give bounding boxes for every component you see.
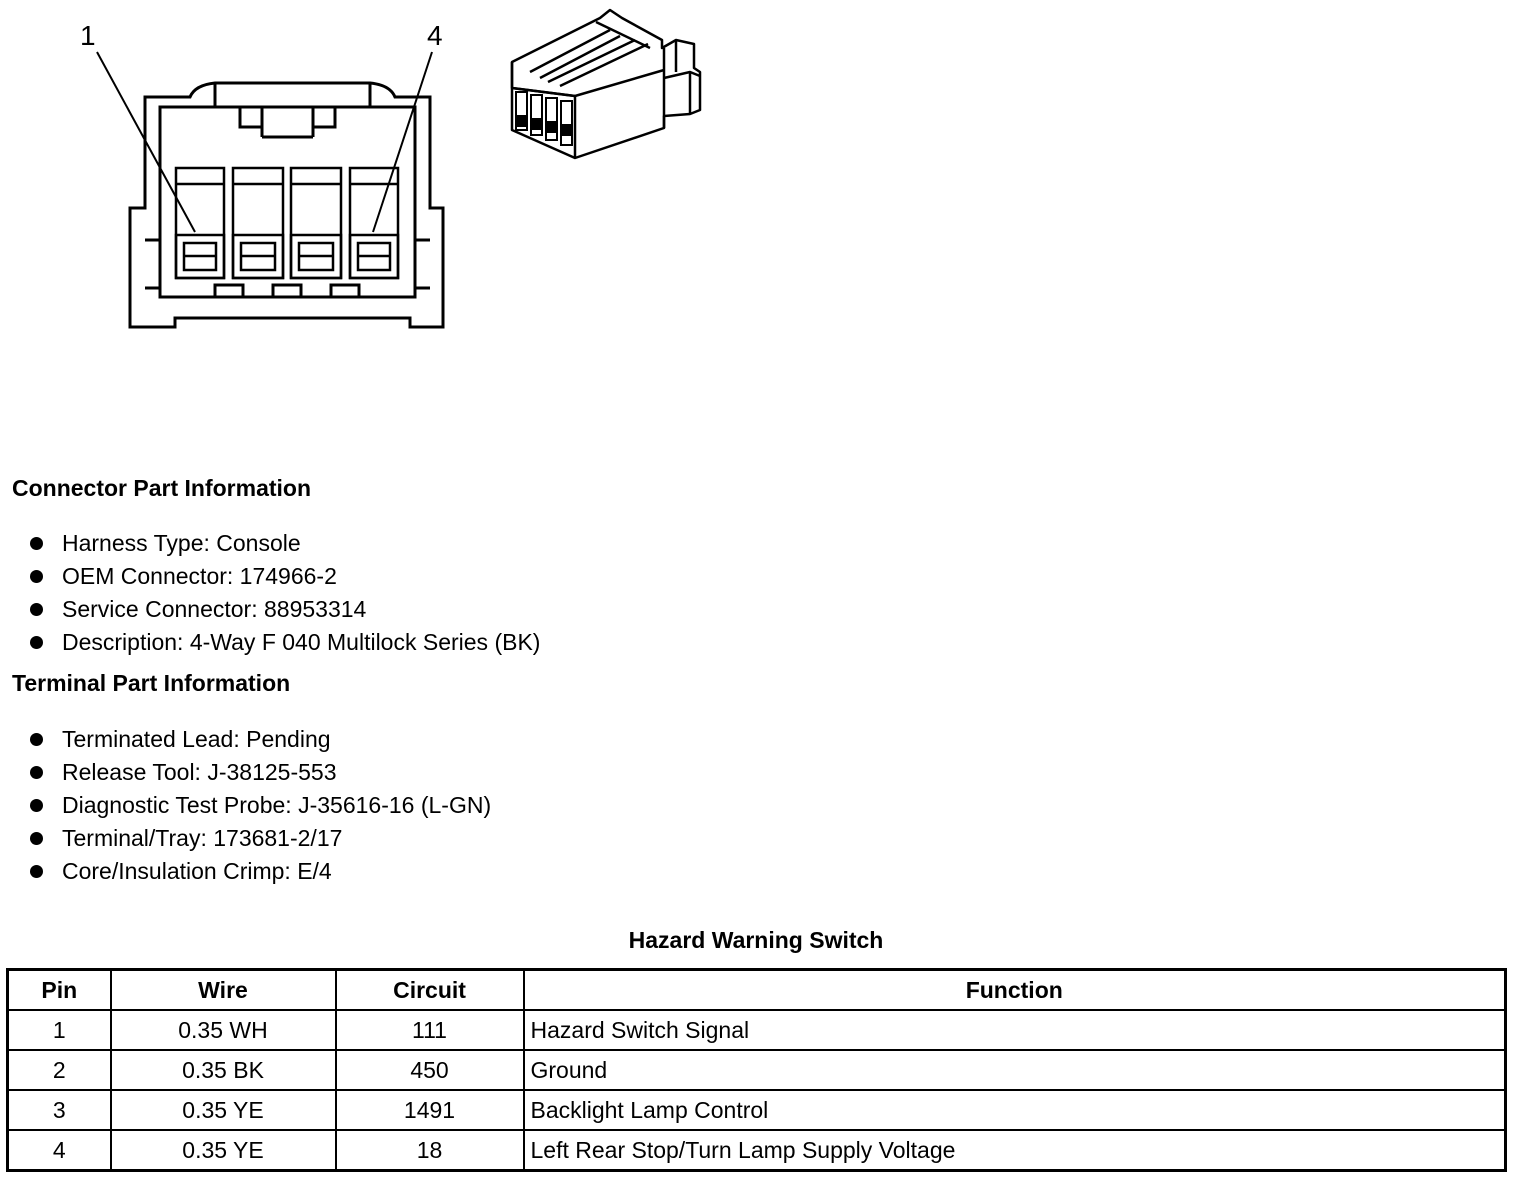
cell-wire: 0.35 BK — [109, 1049, 337, 1091]
list-item: Core/Insulation Crimp: E/4 — [28, 857, 491, 890]
table-row: 3 0.35 YE 1491 Backlight Lamp Control — [6, 1089, 1507, 1131]
list-item: Terminal/Tray: 173681-2/17 — [28, 824, 491, 857]
cell-wire: 0.35 YE — [109, 1089, 337, 1131]
cell-wire: 0.35 YE — [109, 1129, 337, 1172]
column-header-wire: Wire — [109, 968, 337, 1011]
list-item: Diagnostic Test Probe: J-35616-16 (L-GN) — [28, 791, 491, 824]
connector-face-diagram: 1 4 — [80, 20, 445, 329]
column-header-circuit: Circuit — [334, 968, 525, 1011]
callout-pin-1: 1 — [80, 20, 96, 51]
cell-function: Left Rear Stop/Turn Lamp Supply Voltage — [522, 1129, 1507, 1172]
cell-circuit: 111 — [334, 1009, 525, 1051]
cavity-4 — [348, 166, 400, 280]
bullet-icon — [30, 570, 43, 583]
cell-pin: 3 — [6, 1089, 112, 1131]
table-row: 4 0.35 YE 18 Left Rear Stop/Turn Lamp Su… — [6, 1129, 1507, 1172]
table-title: Hazard Warning Switch — [628, 927, 884, 953]
connector-part-info-heading: Connector Part Information — [12, 475, 312, 501]
cell-pin: 1 — [6, 1009, 112, 1051]
cavity-2 — [231, 166, 285, 280]
bullet-icon — [30, 865, 43, 878]
cell-circuit: 450 — [334, 1049, 525, 1091]
list-item: Service Connector: 88953314 — [28, 595, 540, 628]
bullet-icon — [30, 537, 43, 550]
cell-function: Hazard Switch Signal — [522, 1009, 1507, 1051]
callout-pin-4: 4 — [427, 20, 443, 51]
terminal-part-info-list: Terminated Lead: Pending Release Tool: J… — [28, 725, 491, 890]
cell-function: Backlight Lamp Control — [522, 1089, 1507, 1131]
cavity-1 — [174, 166, 226, 280]
table-header-row: Pin Wire Circuit Function — [6, 968, 1507, 1011]
leader-line-pin-4 — [372, 51, 433, 233]
column-header-function: Function — [522, 968, 1507, 1011]
list-item: Harness Type: Console — [28, 529, 540, 562]
bullet-icon — [30, 603, 43, 616]
bullet-icon — [30, 733, 43, 746]
bullet-icon — [30, 636, 43, 649]
cell-function: Ground — [522, 1049, 1507, 1091]
list-item: Description: 4-Way F 040 Multilock Serie… — [28, 628, 540, 661]
cell-circuit: 18 — [334, 1129, 525, 1172]
table-row: 2 0.35 BK 450 Ground — [6, 1049, 1507, 1091]
cell-pin: 2 — [6, 1049, 112, 1091]
cell-pin: 4 — [6, 1129, 112, 1172]
bullet-icon — [30, 799, 43, 812]
terminal-part-info-heading: Terminal Part Information — [12, 670, 291, 696]
cell-circuit: 1491 — [334, 1089, 525, 1131]
cavity-3 — [289, 166, 343, 280]
bullet-icon — [30, 832, 43, 845]
leader-line-pin-1 — [96, 51, 196, 233]
list-item: Release Tool: J-38125-553 — [28, 758, 491, 791]
connector-isometric-diagram — [510, 8, 702, 160]
table-row: 1 0.35 WH 111 Hazard Switch Signal — [6, 1009, 1507, 1051]
pinout-table: Pin Wire Circuit Function 1 0.35 WH 111 … — [6, 968, 1507, 1172]
list-item: OEM Connector: 174966-2 — [28, 562, 540, 595]
connector-part-info-list: Harness Type: Console OEM Connector: 174… — [28, 529, 540, 661]
list-item: Terminated Lead: Pending — [28, 725, 491, 758]
cell-wire: 0.35 WH — [109, 1009, 337, 1051]
bullet-icon — [30, 766, 43, 779]
column-header-pin: Pin — [6, 968, 112, 1011]
